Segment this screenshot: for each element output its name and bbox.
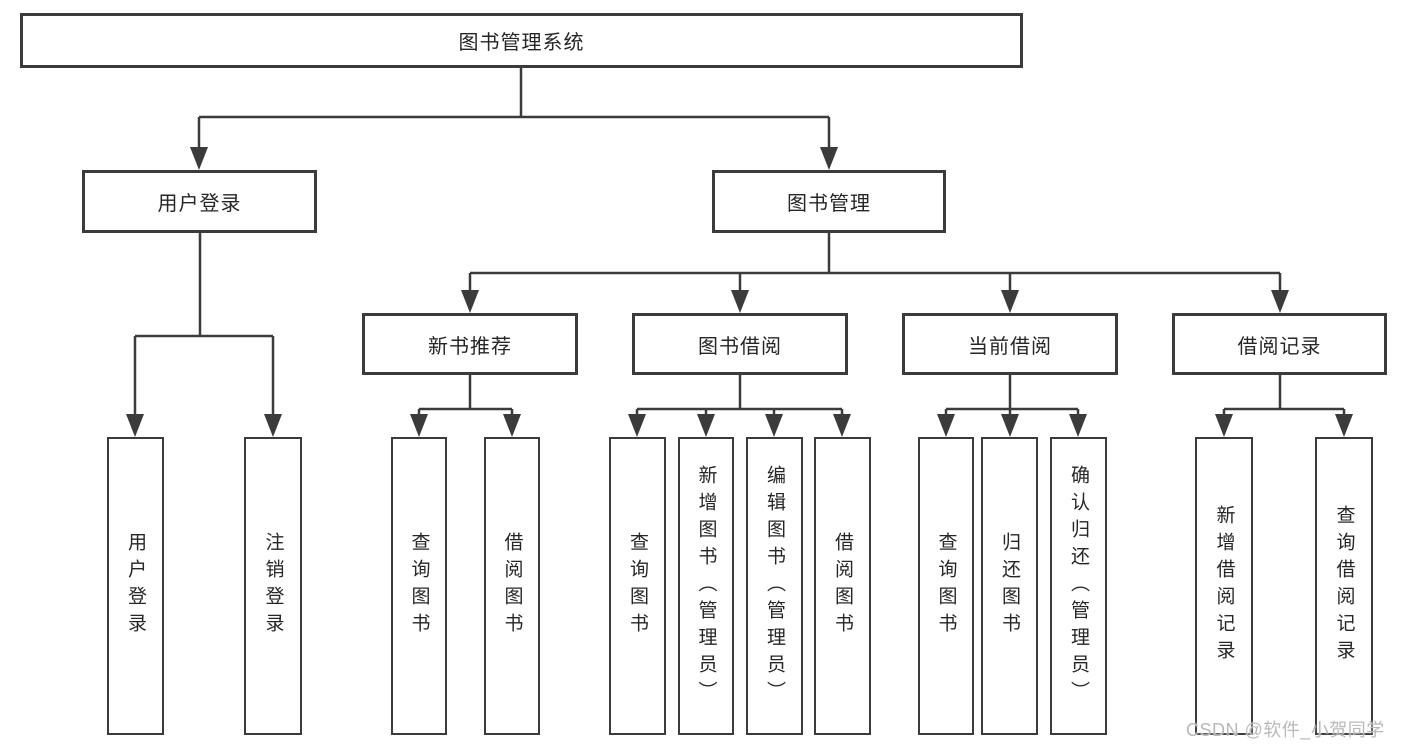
node-label: 编辑图书（管理员） bbox=[764, 464, 785, 708]
leaf-query-books: 查询图书 bbox=[391, 437, 447, 735]
arrow-down-icon bbox=[1001, 414, 1019, 437]
arrow-down-icon bbox=[461, 290, 479, 313]
leaf-user-login: 用户登录 bbox=[107, 437, 164, 735]
arrow-down-icon bbox=[1069, 414, 1087, 437]
leaf-return-books: 归还图书 bbox=[981, 437, 1038, 735]
node-label: 新增借阅记录 bbox=[1213, 505, 1235, 667]
arrow-down-icon bbox=[1215, 414, 1233, 437]
leaf-add-borrow-record: 新增借阅记录 bbox=[1195, 437, 1253, 735]
node-label: 注销登录 bbox=[262, 532, 284, 640]
node-label: 查询图书 bbox=[935, 532, 957, 640]
arrow-down-icon bbox=[833, 414, 851, 437]
arrow-down-icon bbox=[765, 414, 783, 437]
node-label: 借阅图书 bbox=[832, 532, 853, 640]
arrow-down-icon bbox=[820, 147, 838, 170]
arrowhead-icons bbox=[126, 147, 1353, 437]
leaf-logout: 注销登录 bbox=[244, 437, 302, 735]
leaf-edit-books-admin: 编辑图书（管理员） bbox=[746, 437, 803, 735]
leaf-query-books: 查询图书 bbox=[918, 437, 974, 735]
leaf-borrow-books: 借阅图书 bbox=[484, 437, 540, 735]
arrow-down-icon bbox=[937, 414, 955, 437]
node-label: 查询借阅记录 bbox=[1333, 505, 1355, 667]
arrow-down-icon bbox=[264, 414, 282, 437]
node-label: 用户登录 bbox=[125, 532, 146, 640]
node-new-book-recommend: 新书推荐 bbox=[362, 313, 578, 375]
node-root-library-system: 图书管理系统 bbox=[20, 13, 1023, 68]
node-book-borrowing: 图书借阅 bbox=[632, 313, 848, 375]
connector-line bbox=[133, 68, 1346, 416]
arrow-down-icon bbox=[503, 414, 521, 437]
leaf-query-borrow-record: 查询借阅记录 bbox=[1315, 437, 1373, 735]
arrow-down-icon bbox=[1001, 290, 1019, 313]
arrow-down-icon bbox=[126, 414, 144, 437]
node-borrowing-records: 借阅记录 bbox=[1172, 313, 1387, 375]
node-label: 查询图书 bbox=[408, 532, 430, 640]
node-book-management: 图书管理 bbox=[712, 170, 946, 233]
arrow-down-icon bbox=[628, 414, 646, 437]
arrow-down-icon bbox=[697, 414, 715, 437]
leaf-add-books-admin: 新增图书（管理员） bbox=[678, 437, 734, 735]
node-label: 当前借阅 bbox=[968, 335, 1052, 358]
arrow-down-icon bbox=[1271, 290, 1289, 313]
arrow-down-icon bbox=[190, 147, 208, 170]
node-label: 用户登录 bbox=[157, 193, 242, 215]
leaf-borrow-books: 借阅图书 bbox=[814, 437, 871, 735]
node-current-borrowing: 当前借阅 bbox=[902, 313, 1118, 375]
node-label: 借阅记录 bbox=[1237, 335, 1322, 358]
node-label: 新书推荐 bbox=[428, 335, 512, 358]
node-user-login: 用户登录 bbox=[82, 170, 317, 233]
arrow-down-icon bbox=[731, 290, 749, 313]
leaf-query-books: 查询图书 bbox=[609, 437, 666, 735]
node-label: 新增图书（管理员） bbox=[695, 464, 717, 708]
node-label: 图书管理 bbox=[787, 193, 871, 215]
node-label: 归还图书 bbox=[999, 532, 1020, 640]
leaf-confirm-return-admin: 确认归还（管理员） bbox=[1050, 437, 1107, 735]
node-label: 图书借阅 bbox=[698, 335, 782, 358]
node-label: 确认归还（管理员） bbox=[1068, 464, 1089, 708]
node-label: 借阅图书 bbox=[501, 532, 523, 640]
csdn-watermark: CSDN @软件_小贺同学 bbox=[1186, 720, 1385, 740]
arrow-down-icon bbox=[410, 414, 428, 437]
arrow-down-icon bbox=[1335, 414, 1353, 437]
node-label: 图书管理系统 bbox=[458, 32, 585, 54]
node-label: 查询图书 bbox=[627, 532, 648, 640]
